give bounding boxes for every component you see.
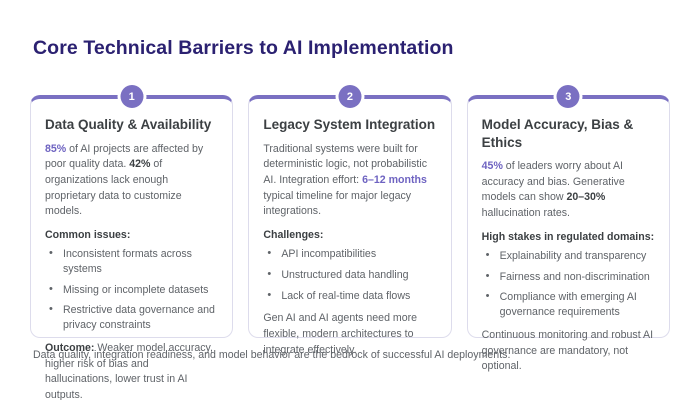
bullet-list: Explainability and transparency Fairness… [484,248,655,320]
card-title: Data Quality & Availability [45,117,212,132]
step-badge: 3 [556,85,580,108]
intro-text: of AI projects are affected by poor qual… [45,142,204,171]
bullet-list: Inconsistent formats across systems Miss… [47,246,218,333]
step-badge: 2 [338,85,362,108]
stat-highlight: 20–30% [566,191,606,204]
barrier-card-legacy-integration: 2 Legacy System Integration Traditional … [248,85,452,356]
footer-note: Data quality, integration readiness, and… [33,349,511,361]
intro-text: hallucination rates. [481,207,570,220]
intro-text: of leaders worry about AI accuracy and b… [481,160,625,204]
cards-row: 1 Data Quality & Availability 85% of AI … [30,85,670,400]
outro-text: Weaker model accuracy, higher risk of bi… [45,342,213,400]
section-label: High stakes in regulated domains: [481,230,655,243]
intro-text: typical timeline for major legacy integr… [263,189,412,218]
page-title: Core Technical Barriers to AI Implementa… [33,37,454,59]
card-outro: Gen AI and AI agents need more flexible,… [263,311,436,358]
intro-text: Traditional systems were built for deter… [263,142,428,186]
outro-label: Outcome: [45,342,95,355]
bullet-item: Missing or incomplete datasets [47,282,218,298]
intro-text: of organizations lack enough proprietary… [45,158,182,218]
outro-text: Gen AI and AI agents need more flexible,… [263,312,418,356]
outro-text: Continuous monitoring and robust AI gove… [481,329,654,373]
stat-highlight: 85% [45,142,67,155]
bullet-item: Explainability and transparency [484,248,655,264]
card-title: Legacy System Integration [263,117,436,132]
step-badge: 1 [120,85,144,108]
bullet-item: Inconsistent formats across systems [47,246,218,277]
card-intro: Traditional systems were built for deter… [263,142,436,220]
card-title: Model Accuracy, Bias & Ethics [481,117,634,150]
card-intro: 45% of leaders worry about AI accuracy a… [482,159,655,222]
bullet-item: API incompatibilities [265,246,436,262]
barrier-card-model-accuracy: 3 Model Accuracy, Bias & Ethics 45% of l… [466,85,670,372]
section-label: Common issues: [45,228,131,241]
bullet-item: Unstructured data handling [265,267,436,283]
stat-highlight: 6–12 months [362,173,427,186]
bullet-item: Lack of real-time data flows [265,288,436,304]
card-intro: 85% of AI projects are affected by poor … [45,142,218,220]
bullet-list: API incompatibilities Unstructured data … [265,246,436,304]
barrier-card-data-quality: 1 Data Quality & Availability 85% of AI … [30,85,234,400]
bullet-item: Compliance with emerging AI governance r… [484,289,655,320]
stat-highlight: 42% [129,158,151,171]
card-outro: Continuous monitoring and robust AI gove… [482,328,655,375]
bullet-item: Fairness and non-discrimination [484,269,655,285]
section-label: Challenges: [263,228,324,241]
bullet-item: Restrictive data governance and privacy … [47,302,218,333]
stat-highlight: 45% [481,160,503,173]
card-outro: Outcome: Weaker model accuracy, higher r… [45,341,218,400]
